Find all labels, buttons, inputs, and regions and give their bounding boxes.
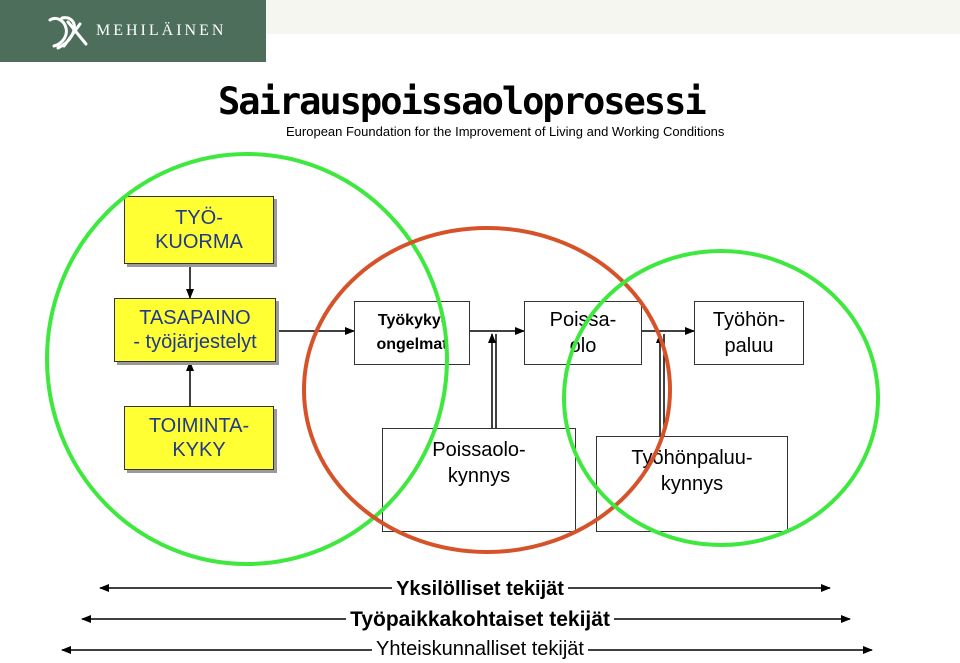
page-title: Sairauspoissaoloprosessi: [218, 80, 707, 123]
tasapaino-label: TASAPAINO - työjärjestelyt: [133, 307, 257, 353]
workplace-factors-label: Työpaikkakohtaiset tekijät: [346, 608, 614, 631]
poissaolokynnys-box: Poissaolo- kynnys: [382, 428, 576, 532]
workplace-factors-label-row: Työpaikkakohtaiset tekijät: [0, 608, 960, 632]
tyokuorma-box: TYÖ- KUORMA: [124, 196, 274, 264]
header-band: [266, 0, 960, 34]
tyohonpaluukynnys-box: Työhönpaluu- kynnys: [596, 436, 788, 532]
toimintakyky-label: TOIMINTA- KYKY: [148, 415, 250, 461]
tyohonpaluukynnys-label: Työhönpaluu- kynnys: [631, 447, 753, 495]
societal-factors-label: Yhteiskunnalliset tekijät: [372, 638, 588, 660]
individual-factors-label-row: Yksilölliset tekijät: [0, 578, 960, 601]
logo-bar: MEHILÄINEN: [0, 0, 266, 62]
tyohonpaluu-label: Työhön- paluu: [712, 309, 786, 357]
poissaolo-box: Poissa- olo: [524, 301, 642, 365]
societal-factors-label-row: Yhteiskunnalliset tekijät: [0, 638, 960, 661]
logo-brand-text: MEHILÄINEN: [96, 22, 227, 39]
tyokykyongelmat-label: Työkyky- ongelmat: [376, 312, 448, 353]
tasapaino-box: TASAPAINO - työjärjestelyt: [114, 298, 276, 362]
mehilainen-logo-icon: [48, 16, 88, 50]
poissaolokynnys-label: Poissaolo- kynnys: [432, 439, 526, 487]
tyokuorma-label: TYÖ- KUORMA: [155, 207, 243, 253]
toimintakyky-box: TOIMINTA- KYKY: [124, 406, 274, 470]
individual-factors-label: Yksilölliset tekijät: [392, 578, 568, 600]
page-subtitle: European Foundation for the Improvement …: [286, 124, 725, 139]
poissaolo-label: Poissa- olo: [549, 309, 617, 357]
tyohonpaluu-box: Työhön- paluu: [694, 301, 804, 365]
tyokykyongelmat-box: Työkyky- ongelmat: [354, 301, 470, 365]
